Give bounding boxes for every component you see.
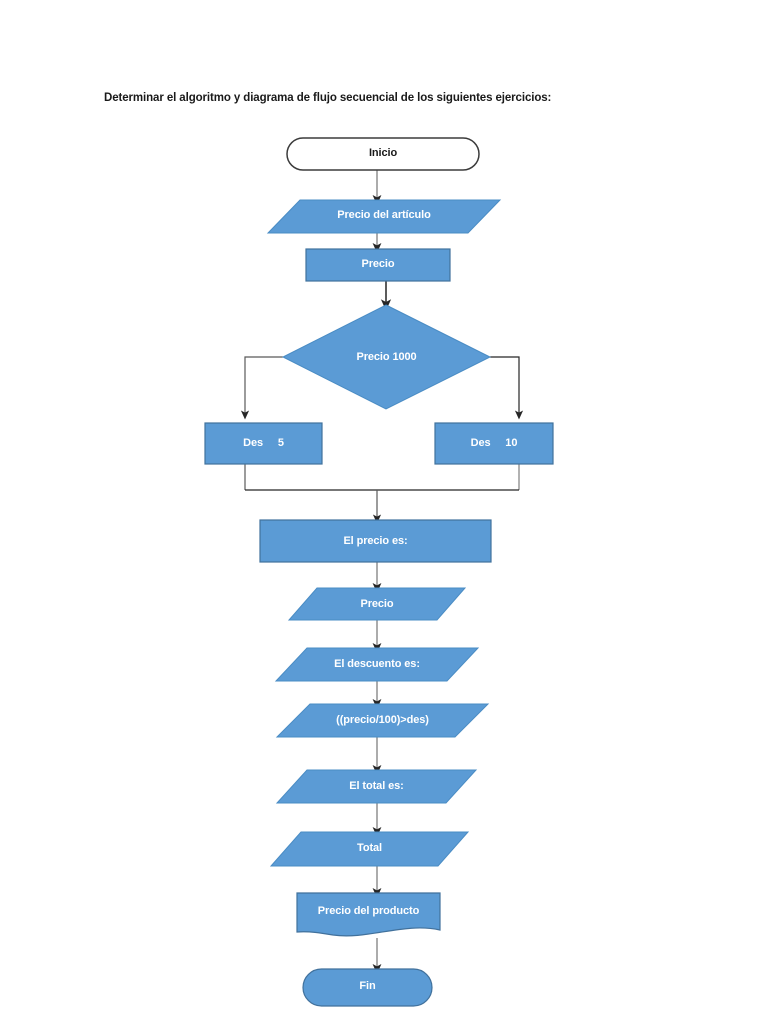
edge-decision-to-des10 — [490, 356, 524, 420]
page-title: Determinar el algoritmo y diagrama de fl… — [104, 92, 552, 104]
node-des-10[interactable] — [434, 422, 554, 465]
node-decision-precio[interactable] — [281, 304, 492, 410]
node-precio-out[interactable] — [287, 587, 467, 621]
node-el-precio-es[interactable] — [259, 519, 492, 563]
node-el-descuento-es[interactable] — [274, 647, 480, 682]
edge-decision-to-des5 — [240, 356, 283, 420]
node-precio-articulo-sublabel: . . . — [268, 228, 500, 232]
node-total[interactable] — [269, 831, 470, 867]
shape-layer — [204, 137, 554, 1007]
node-fin[interactable] — [302, 968, 433, 1007]
node-precio-del-producto[interactable] — [296, 892, 441, 937]
node-precio-input[interactable] — [305, 248, 451, 282]
connector-layer — [240, 170, 524, 974]
node-el-total-es[interactable] — [275, 769, 478, 804]
node-precio-articulo[interactable] — [266, 199, 502, 234]
node-formula-descuento[interactable] — [275, 703, 490, 738]
node-inicio[interactable] — [286, 137, 480, 171]
node-des-5[interactable] — [204, 422, 323, 465]
